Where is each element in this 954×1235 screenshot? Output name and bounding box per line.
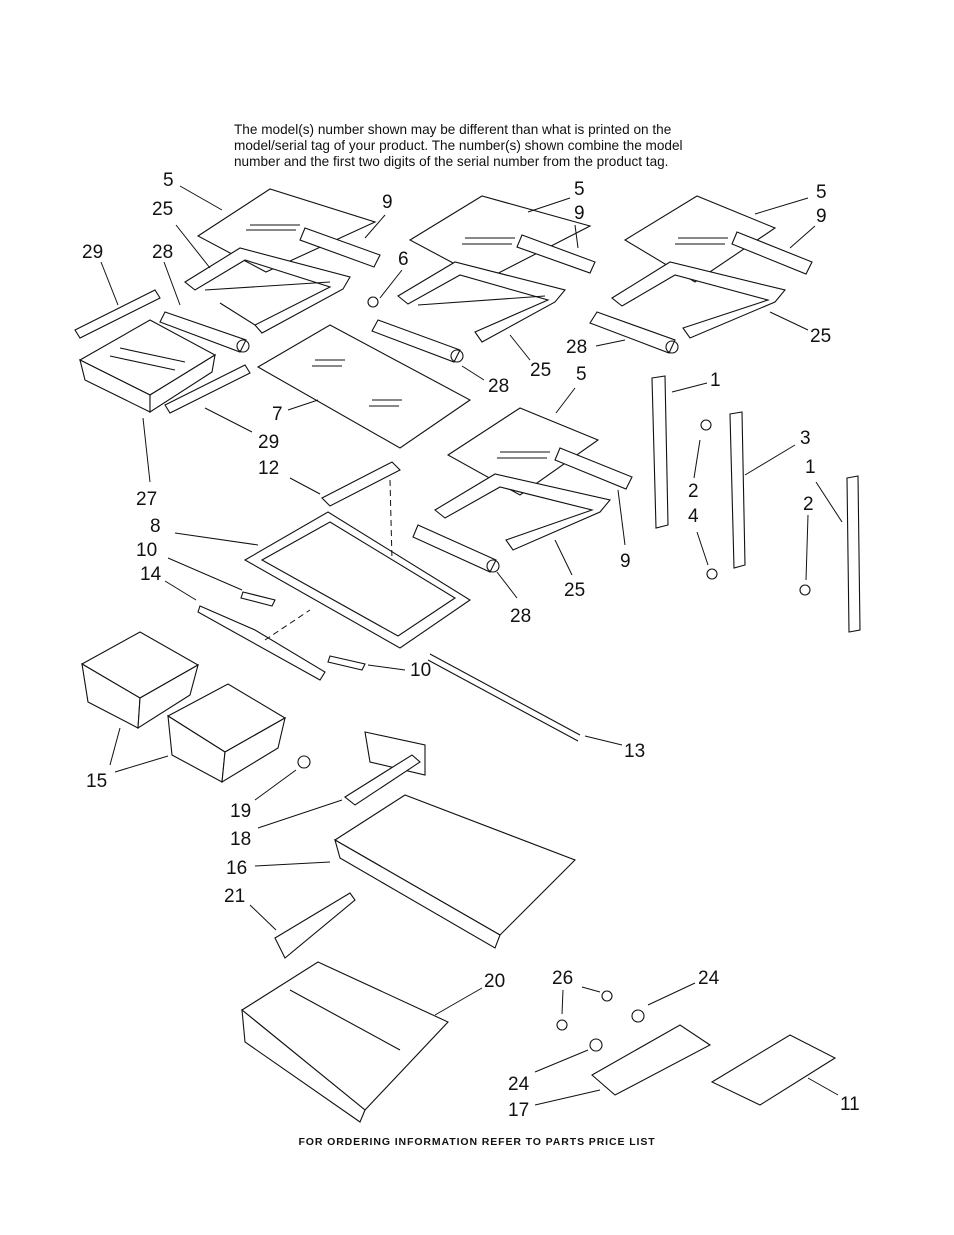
callout-2: 2 bbox=[803, 494, 814, 515]
callout-28: 28 bbox=[566, 337, 587, 358]
callout-5: 5 bbox=[574, 179, 585, 200]
callout-24: 24 bbox=[698, 968, 720, 989]
callout-9: 9 bbox=[574, 203, 585, 224]
callout-8: 8 bbox=[150, 516, 161, 537]
shelf-frame-8 bbox=[197, 461, 581, 742]
callout-28: 28 bbox=[152, 242, 173, 263]
deli-bins-15 bbox=[80, 631, 287, 784]
callout-17: 17 bbox=[508, 1100, 529, 1121]
callout-13: 13 bbox=[624, 741, 645, 762]
callout-6: 6 bbox=[398, 249, 409, 270]
freezer-baskets bbox=[241, 731, 576, 1123]
callout-9: 9 bbox=[382, 192, 393, 213]
ice-trays bbox=[556, 990, 837, 1106]
callout-9: 9 bbox=[620, 551, 631, 572]
callout-1: 1 bbox=[710, 370, 721, 391]
callout-25: 25 bbox=[152, 199, 173, 220]
callout-20: 20 bbox=[484, 971, 505, 992]
callout-10: 10 bbox=[410, 660, 431, 681]
callout-25: 25 bbox=[564, 580, 585, 601]
callout-5: 5 bbox=[816, 182, 827, 203]
glass-panel-7 bbox=[256, 324, 472, 449]
callout-29: 29 bbox=[258, 432, 279, 453]
callout-18: 18 bbox=[230, 829, 251, 850]
callout-11: 11 bbox=[840, 1094, 860, 1115]
callout-28: 28 bbox=[488, 376, 509, 397]
callout-2: 2 bbox=[688, 481, 699, 502]
callout-labels: 5 25 29 28 9 6 5 9 5 9 28 25 25 28 5 1 7… bbox=[82, 170, 860, 1121]
callout-21: 21 bbox=[224, 886, 245, 907]
callout-9: 9 bbox=[816, 206, 827, 227]
glass-shelf-3 bbox=[589, 195, 813, 354]
callout-12: 12 bbox=[258, 458, 279, 479]
ordering-info-footer: FOR ORDERING INFORMATION REFER TO PARTS … bbox=[298, 1136, 656, 1148]
callout-25: 25 bbox=[530, 360, 551, 381]
callout-15: 15 bbox=[86, 771, 107, 792]
callout-16: 16 bbox=[226, 858, 247, 879]
glass-shelf-4 bbox=[412, 407, 633, 573]
callout-4: 4 bbox=[688, 506, 699, 527]
callout-25: 25 bbox=[810, 326, 831, 347]
callout-1: 1 bbox=[805, 457, 816, 478]
callout-26: 26 bbox=[552, 968, 573, 989]
callout-3: 3 bbox=[800, 428, 811, 449]
callout-14: 14 bbox=[140, 564, 162, 585]
callout-24: 24 bbox=[508, 1074, 530, 1095]
crisper-drawer-27 bbox=[74, 289, 251, 414]
callout-29: 29 bbox=[82, 242, 103, 263]
leader-lines bbox=[100, 185, 843, 1106]
callout-7: 7 bbox=[272, 404, 283, 425]
shelf-ladders-1-3 bbox=[367, 296, 861, 633]
callout-28: 28 bbox=[510, 606, 531, 627]
callout-5: 5 bbox=[576, 364, 587, 385]
model-number-note: The model(s) number shown may be differe… bbox=[234, 122, 683, 169]
callout-5: 5 bbox=[163, 170, 174, 191]
callout-19: 19 bbox=[230, 801, 251, 822]
callout-10: 10 bbox=[136, 540, 157, 561]
glass-shelf-2 bbox=[371, 195, 596, 363]
glass-shelf-1 bbox=[159, 188, 381, 353]
callout-27: 27 bbox=[136, 489, 157, 510]
